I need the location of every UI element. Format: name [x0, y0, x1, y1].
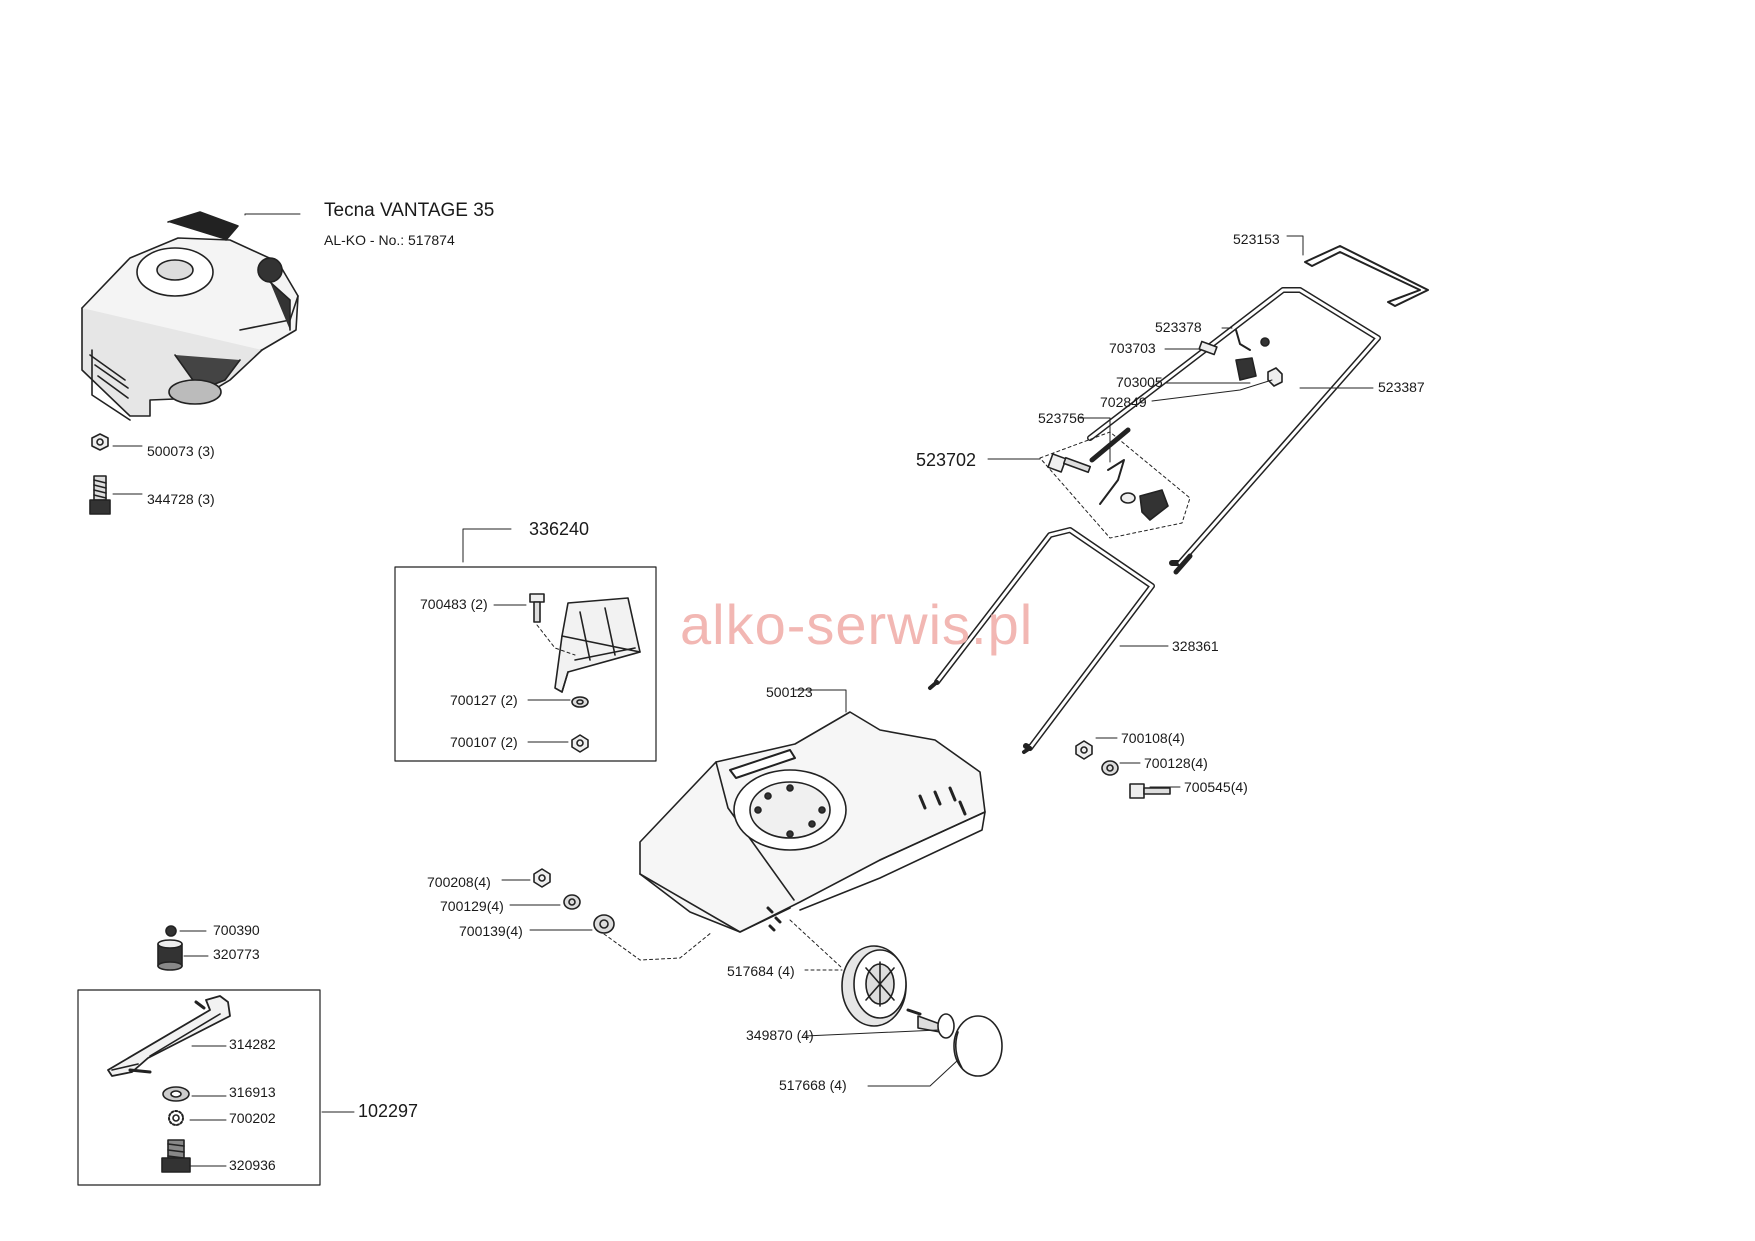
label-523702: 523702	[916, 450, 977, 470]
label-523378: 523378	[1155, 319, 1202, 335]
label-700129: 700129(4)	[440, 898, 504, 914]
blade-bolt-320936-icon	[161, 1139, 191, 1173]
box-102297	[77, 989, 321, 1186]
label-336240: 336240	[529, 519, 590, 539]
nut-700108-icon	[1075, 740, 1093, 760]
leader-523153	[1286, 235, 1304, 256]
adapter-320773-icon	[157, 939, 183, 971]
guard-plate-drawing	[554, 597, 641, 693]
engine-leader	[244, 213, 301, 216]
label-523756: 523756	[1038, 410, 1085, 426]
clamp-703005-icon	[1235, 357, 1283, 387]
cable-clip-523378-icon	[1235, 329, 1270, 351]
label-517668: 517668 (4)	[779, 1077, 847, 1093]
nut-700390-icon	[165, 925, 177, 937]
upper-handle-drawing	[1087, 287, 1381, 575]
label-523387: 523387	[1378, 379, 1425, 395]
label-314282: 314282	[229, 1036, 276, 1052]
washer-700127-icon	[571, 696, 589, 708]
nut-700107-icon	[571, 734, 589, 753]
label-700202: 700202	[229, 1110, 276, 1126]
leader-349870	[804, 1029, 939, 1037]
label-344728: 344728 (3)	[147, 491, 215, 507]
wheel-cap-517668-icon	[953, 1015, 1003, 1077]
bolt-700545-icon	[1129, 783, 1171, 799]
lower-handle-drawing	[928, 527, 1155, 754]
label-700108: 700108(4)	[1121, 730, 1185, 746]
leader-500123	[794, 689, 847, 713]
nut-500073-icon	[91, 433, 109, 451]
dotted-leader-deck	[603, 931, 713, 961]
bolt-344728-icon	[89, 475, 111, 515]
lock-washer-700202-icon	[168, 1110, 184, 1126]
engine-drawing	[81, 211, 299, 421]
bail-523153-drawing	[1304, 245, 1429, 307]
label-700128: 700128(4)	[1144, 755, 1208, 771]
watermark: alko-serwis.pl	[680, 593, 1034, 656]
label-523153: 523153	[1233, 231, 1280, 247]
screw-703703-icon	[1198, 340, 1218, 356]
label-500123: 500123	[766, 684, 813, 700]
deck-drawing	[639, 711, 986, 933]
box-336240	[394, 566, 657, 762]
label-700127: 700127 (2)	[450, 692, 518, 708]
label-517684: 517684 (4)	[727, 963, 795, 979]
engine-title: Tecna VANTAGE 35	[324, 200, 495, 221]
label-102297: 102297	[358, 1101, 419, 1121]
bolt-700483-icon	[529, 593, 545, 623]
engine-alko-number: AL-KO - No.: 517874	[324, 232, 455, 248]
label-349870: 349870 (4)	[746, 1027, 814, 1043]
label-328361: 328361	[1172, 638, 1219, 654]
handle-bolt-523702-icon	[1047, 453, 1169, 521]
label-320773: 320773	[213, 946, 260, 962]
leader-336240	[462, 528, 512, 563]
washer-316913-icon	[162, 1086, 190, 1102]
label-700208: 700208(4)	[427, 874, 491, 890]
label-500073: 500073 (3)	[147, 443, 215, 459]
label-316913: 316913	[229, 1084, 276, 1100]
label-703005: 703005	[1116, 374, 1163, 390]
dotted-leader-700483	[536, 624, 576, 656]
blade-314282-drawing	[107, 995, 231, 1077]
leader-517668	[867, 1059, 959, 1087]
label-700483: 700483 (2)	[420, 596, 488, 612]
label-703703: 703703	[1109, 340, 1156, 356]
label-700390: 700390	[213, 922, 260, 938]
label-700107: 700107 (2)	[450, 734, 518, 750]
group-523702-outline	[1039, 431, 1191, 539]
axle-bolt-349870-icon	[906, 1008, 955, 1039]
washer-700128-icon	[1101, 760, 1119, 776]
label-700545: 700545(4)	[1184, 779, 1248, 795]
wheel-drawing	[841, 945, 907, 1027]
label-320936: 320936	[229, 1157, 276, 1173]
leader-523756	[1079, 417, 1111, 463]
label-702849: 702849	[1100, 394, 1147, 410]
leader-702849	[1151, 379, 1273, 402]
label-700139: 700139(4)	[459, 923, 523, 939]
washer-700129-icon	[563, 894, 581, 910]
dotted-leader-wheel	[789, 919, 843, 969]
nut-700208-icon	[533, 868, 551, 888]
washer-700139-icon	[593, 914, 615, 934]
